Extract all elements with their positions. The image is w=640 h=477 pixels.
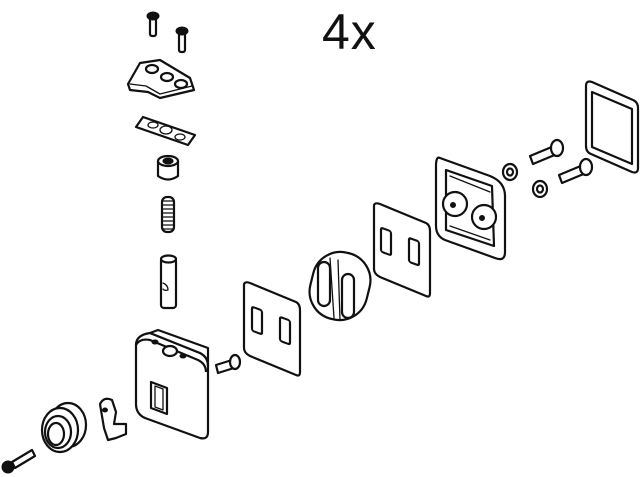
frame-icon [434,156,507,261]
washer-icon [501,162,519,182]
housing-icon [134,328,210,440]
screw-icon [1,448,37,474]
bolt-icon [528,138,565,166]
screw-icon [175,26,189,54]
pin-icon [159,254,178,310]
screw-icon [146,11,160,38]
clip-icon [98,397,128,442]
spring-icon [160,195,176,234]
bushing-icon [156,154,180,181]
plate-icon [372,202,432,298]
spacer-icon [308,250,372,322]
cover-icon [584,80,640,174]
screw-icon [214,353,242,375]
washer-icon [531,179,549,199]
bolt-icon [557,157,594,185]
bracket-icon [126,58,196,100]
plate-icon [242,281,302,377]
gasket-icon [134,115,197,147]
quantity-label: 4x [322,4,377,60]
wheel-icon [40,401,88,454]
